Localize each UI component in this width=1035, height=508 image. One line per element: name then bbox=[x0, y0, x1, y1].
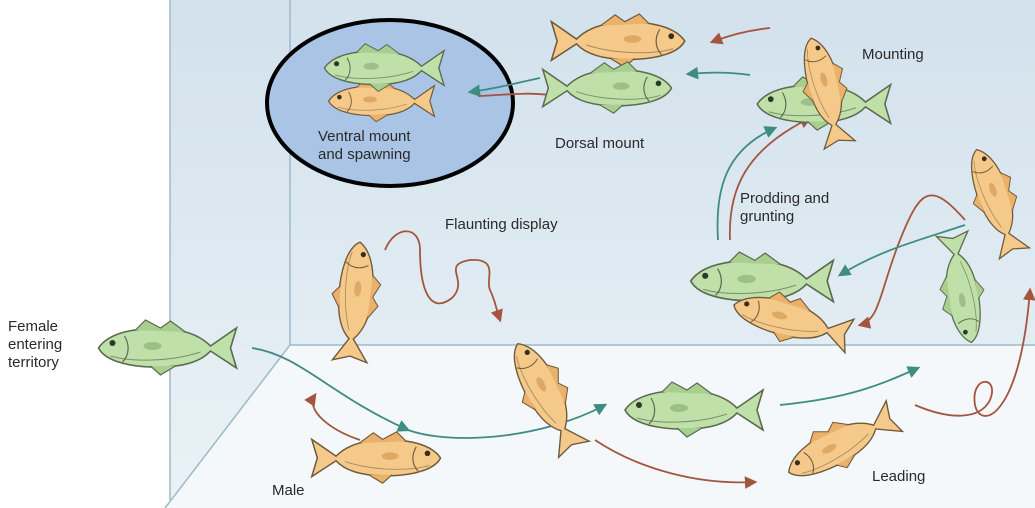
female-entering-label: Female entering territory bbox=[8, 318, 86, 372]
male-label: Male bbox=[272, 482, 305, 500]
dorsal-mount-label: Dorsal mount bbox=[555, 135, 644, 153]
leading-label: Leading bbox=[872, 468, 925, 486]
flaunting-display-label: Flaunting display bbox=[445, 216, 558, 234]
mounting-label: Mounting bbox=[862, 46, 924, 64]
prodding-grunting-label: Prodding and grunting bbox=[740, 190, 860, 226]
ventral-mount-label: Ventral mount and spawning bbox=[318, 128, 438, 164]
